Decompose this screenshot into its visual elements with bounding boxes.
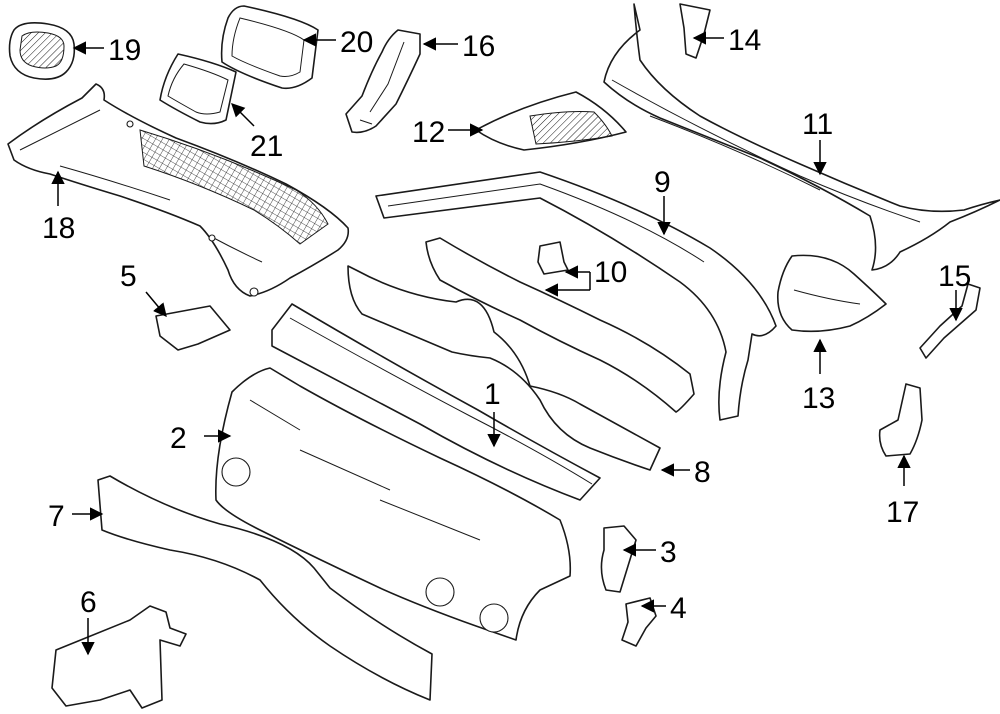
callout-18: 18 [42, 212, 75, 245]
part-16-bracket [345, 29, 421, 134]
part-20-frame [220, 5, 319, 90]
part-5-bracket [155, 305, 231, 351]
part-10-bracket [537, 241, 569, 275]
callout-7: 7 [48, 500, 65, 533]
callout-3: 3 [660, 536, 677, 569]
callout-19: 19 [108, 34, 141, 67]
leaders [51, 31, 963, 656]
callout-11: 11 [802, 108, 833, 141]
callout-2: 2 [170, 422, 187, 455]
callout-9: 9 [654, 166, 671, 199]
part-6-bracket [51, 605, 187, 709]
callout-17: 17 [886, 496, 919, 529]
callout-4: 4 [670, 592, 687, 625]
part-21-frame [159, 53, 237, 125]
part-10-beam [425, 237, 695, 413]
callout-14: 14 [728, 24, 761, 57]
part-15-bracket [919, 283, 981, 359]
callout-1: 1 [484, 378, 501, 411]
part-18-cowl-panel [7, 83, 350, 297]
callout-13: 13 [802, 382, 835, 415]
callout-16: 16 [462, 30, 495, 63]
part-8-support [347, 265, 661, 471]
callout-12: 12 [412, 116, 445, 149]
part-12-panel [475, 91, 627, 151]
part-4-bracket [621, 597, 657, 647]
part-3-bracket [600, 525, 637, 593]
callout-6: 6 [80, 586, 97, 619]
part-13-panel [776, 254, 887, 333]
callout-21: 21 [250, 130, 283, 163]
part-7-sill [97, 475, 433, 701]
callout-20: 20 [340, 26, 373, 59]
part-1-cowl [271, 303, 601, 501]
callout-15: 15 [938, 260, 971, 293]
part-19-grille [8, 22, 76, 80]
callout-8: 8 [694, 456, 711, 489]
callout-5: 5 [120, 260, 137, 293]
part-14-tab [679, 3, 711, 59]
part-2-dash-panel [215, 367, 572, 641]
callout-10: 10 [594, 256, 627, 289]
part-9-rail [375, 171, 777, 421]
callout-labels: 1 2 3 4 5 6 7 8 9 10 11 12 13 14 15 16 1… [42, 24, 971, 625]
part-17-bracket [878, 383, 923, 457]
part-11-cowl-top [603, 3, 1000, 271]
